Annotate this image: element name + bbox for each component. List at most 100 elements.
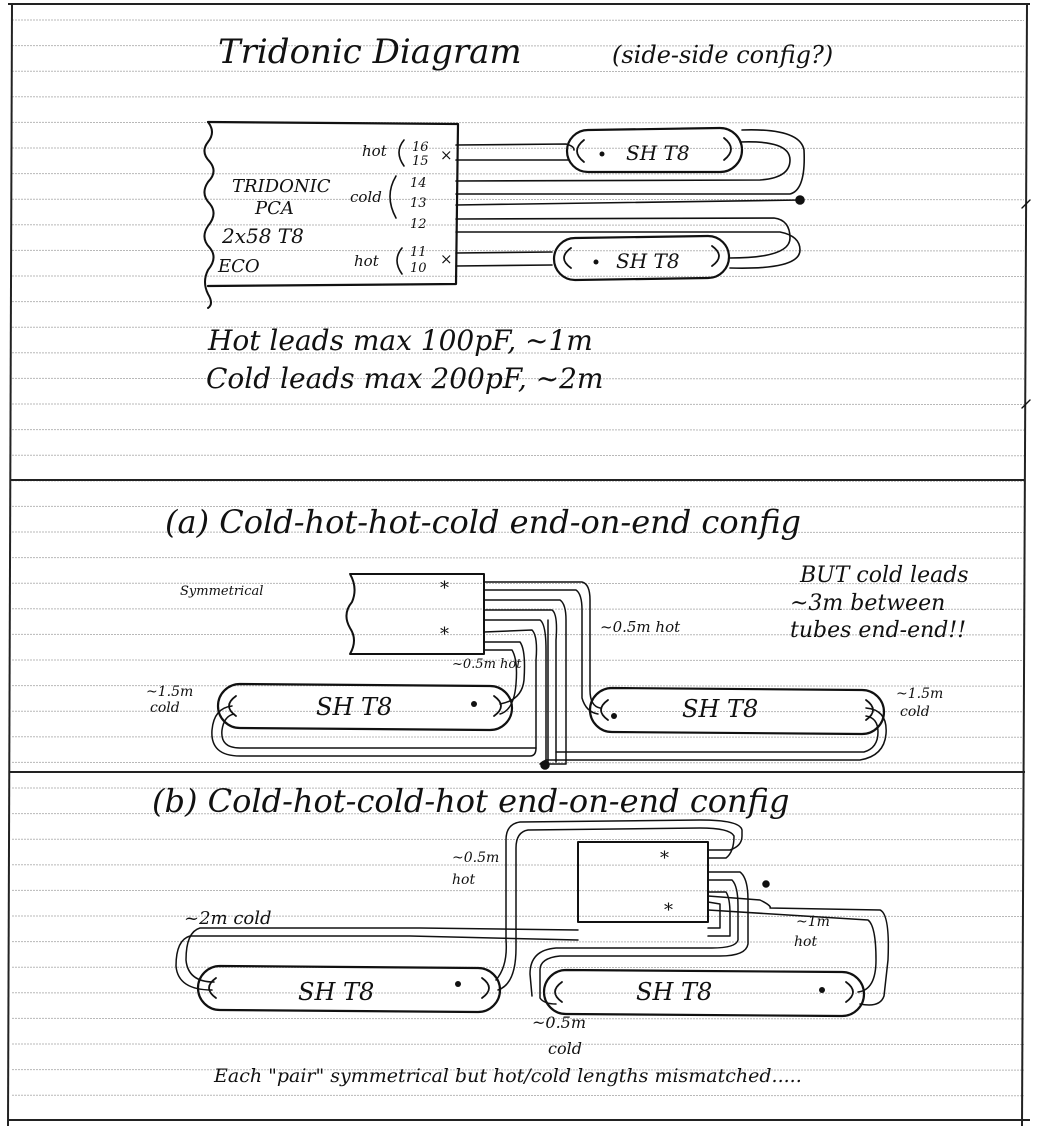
tube-top-lower-label: SH T8 <box>616 249 680 273</box>
title-note: (side-side config?) <box>612 41 833 69</box>
section-a-tube-left-label: SH T8 <box>316 693 392 721</box>
ruled-line <box>11 966 1025 969</box>
ruled-line <box>11 761 1025 764</box>
ruled-line <box>11 531 1025 533</box>
ruled-line <box>11 505 1025 508</box>
section-a-hot-right: ~0.5m hot <box>600 618 681 636</box>
section-b-hot-top-1: ~0.5m <box>452 850 499 866</box>
section-a-heading: (a) Cold-hot-hot-cold end-on-end config <box>165 503 801 541</box>
ballast-rating: 2x58 T8 <box>221 224 304 248</box>
ruled-line <box>11 454 1025 457</box>
spec-cold: Cold leads max 200pF, ~2m <box>206 362 603 395</box>
ruled-line <box>11 352 1025 354</box>
ruled-line <box>11 377 1025 380</box>
section-a-cold-right-2: cold <box>900 704 930 720</box>
pin-15: 15 <box>412 154 429 169</box>
section-b-tube-right <box>542 968 866 1018</box>
section-a-symmetrical: Symmetrical <box>180 584 263 599</box>
pin-16: 16 <box>412 140 429 155</box>
ruled-line <box>11 249 1025 252</box>
section-b-heading: (b) Cold-hot-cold-hot end-on-end config <box>152 782 789 820</box>
ballast-brand: TRIDONIC <box>232 176 331 197</box>
ruled-line <box>11 1043 1025 1045</box>
ruled-line <box>11 403 1025 405</box>
section-b-marker-2: * <box>664 900 673 921</box>
ruled-line <box>11 1094 1025 1097</box>
ruled-line <box>11 582 1025 585</box>
section-b-hot-top-2: hot <box>452 872 475 888</box>
ruled-line <box>11 147 1025 149</box>
ruled-line <box>11 813 1025 815</box>
ruled-line <box>11 633 1025 636</box>
ruled-line <box>11 992 1025 994</box>
section-b-tube-left-label: SH T8 <box>298 978 374 1006</box>
ruled-line <box>11 710 1025 713</box>
ruled-line <box>11 736 1025 738</box>
ruled-line <box>11 864 1025 866</box>
section-a-note-1: BUT cold leads <box>799 563 969 588</box>
ruled-line <box>11 557 1025 559</box>
page-border <box>7 3 1030 1127</box>
section-a-cold-left-2: cold <box>150 700 180 716</box>
pin-11: 11 <box>410 245 427 260</box>
section-a-wiring <box>211 581 887 770</box>
page-title: Tridonic Diagram <box>218 32 522 72</box>
ruled-line <box>11 915 1025 917</box>
ruled-line <box>11 326 1025 329</box>
ruled-line <box>11 429 1025 431</box>
section-b-cold-bottom-1: ~0.5m <box>532 1013 586 1032</box>
ruled-line <box>11 45 1025 47</box>
pin-13: 13 <box>410 196 427 211</box>
ruled-line <box>11 608 1025 610</box>
ruled-lines <box>11 19 1025 1097</box>
ruled-line <box>11 173 1025 175</box>
ballast-box <box>203 120 460 309</box>
ruled-line <box>11 685 1025 687</box>
section-b-ballast <box>577 841 709 923</box>
spec-hot: Hot leads max 100pF, ~1m <box>207 324 593 357</box>
hot-label-top: hot <box>362 142 388 160</box>
ruled-line <box>11 224 1025 226</box>
ruled-line <box>11 275 1025 277</box>
section-b-cold-bottom-2: cold <box>548 1039 582 1058</box>
section-b-tube-right-label: SH T8 <box>636 978 712 1006</box>
ruled-line <box>11 96 1025 98</box>
section-a-tube-right-label: SH T8 <box>682 695 758 723</box>
section-b-marker-1: * <box>660 848 669 869</box>
ruled-line <box>11 659 1025 661</box>
section-a-marker-2: * <box>440 624 449 645</box>
section-a-ballast <box>345 573 485 655</box>
ruled-line <box>11 889 1025 892</box>
ruled-line <box>11 198 1025 201</box>
tube-top-lower <box>552 234 731 282</box>
section-a-note-2: ~3m between <box>790 591 945 616</box>
section-b-tube-left <box>196 964 502 1014</box>
pin-marker-top: × <box>440 146 453 164</box>
ruled-line <box>11 19 1025 21</box>
cold-label: cold <box>350 188 382 206</box>
ballast-model: PCA <box>254 198 294 219</box>
section-b-hot-right-2: hot <box>794 934 817 950</box>
ruled-line <box>11 941 1025 943</box>
ruled-line <box>11 301 1025 303</box>
pin-12: 12 <box>410 217 427 232</box>
section-b-footer: Each "pair" symmetrical but hot/cold len… <box>213 1065 802 1087</box>
section-a-cold-left-1: ~1.5m <box>146 684 193 700</box>
ballast-eco: ECO <box>217 256 260 277</box>
top-wiring <box>455 129 806 269</box>
ruled-line <box>11 1017 1025 1020</box>
section-b-hot-right-1: ~1m <box>796 914 830 930</box>
tube-top-upper <box>565 126 744 174</box>
tube-top-upper-label: SH T8 <box>626 141 690 165</box>
ruled-line <box>11 838 1025 841</box>
section-b-cold-left: ~2m cold <box>184 908 272 929</box>
section-a-hot-left: ~0.5m hot <box>452 657 522 672</box>
margin-marks <box>1021 199 1031 409</box>
pin-10: 10 <box>410 261 427 276</box>
pin-marker-bottom: × <box>440 250 453 268</box>
ruled-line <box>11 787 1025 789</box>
section-a-cold-right-1: ~1.5m <box>896 686 943 702</box>
ruled-line <box>11 1069 1025 1071</box>
